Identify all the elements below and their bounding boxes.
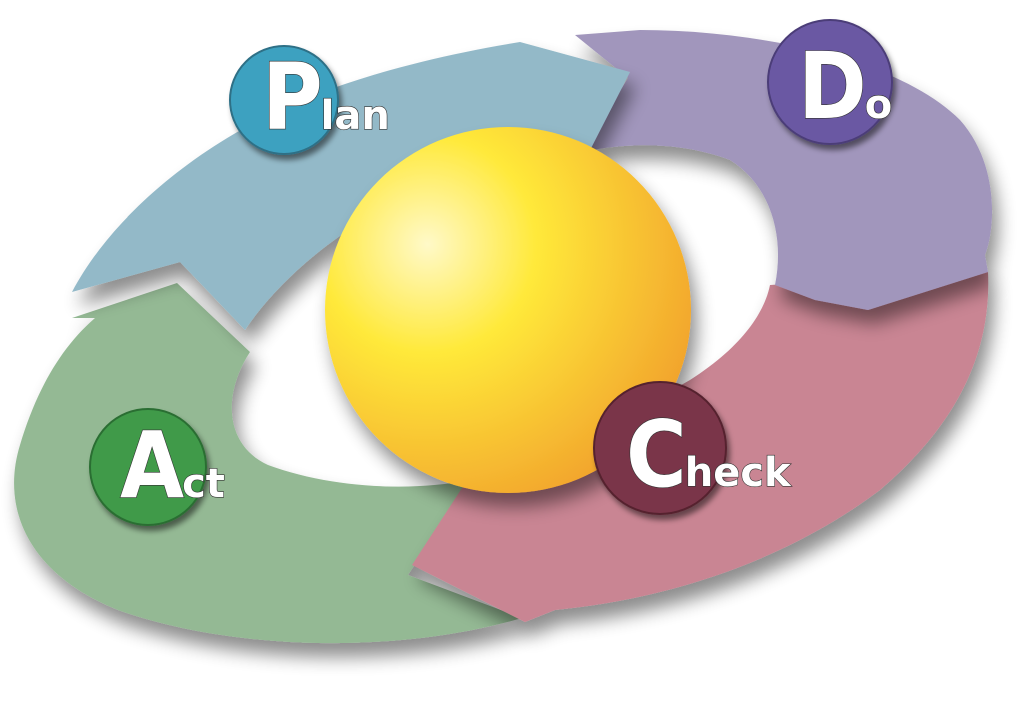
center-sphere <box>325 127 691 493</box>
plan-badge: Plan <box>229 43 390 155</box>
check-rest: heck <box>685 450 792 496</box>
act-arrow <box>14 283 523 644</box>
plan-rest: lan <box>321 93 390 139</box>
check-badge: Check <box>593 381 793 515</box>
act-label: Act <box>120 412 225 519</box>
do-initial: D <box>798 33 867 140</box>
plan-label: Plan <box>262 44 390 151</box>
act-badge: Act <box>89 408 226 526</box>
do-badge: Do <box>767 19 893 145</box>
check-label: Check <box>626 401 792 508</box>
plan-arrow <box>72 42 630 330</box>
plan-initial: P <box>262 44 323 151</box>
act-initial: A <box>120 412 184 519</box>
do-rest: o <box>865 82 892 128</box>
check-initial: C <box>626 401 687 508</box>
act-rest: ct <box>182 461 225 507</box>
do-label: Do <box>798 33 892 140</box>
